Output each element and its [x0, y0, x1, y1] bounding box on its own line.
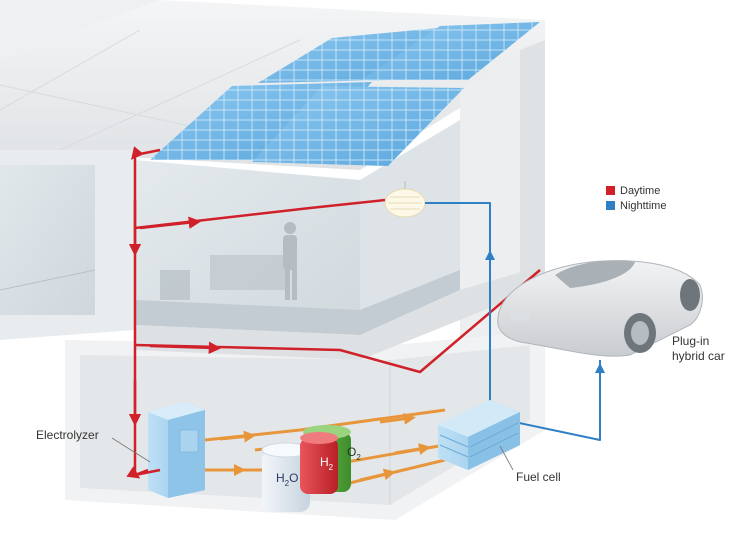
plug-in-hybrid-car — [497, 260, 703, 357]
hydrogen-oxygen-tank — [300, 425, 351, 494]
nighttime-swatch — [606, 201, 615, 210]
fuel-cell-leader — [499, 445, 514, 471]
water-formula: H2O — [276, 471, 298, 488]
electrolyzer-label: Electrolyzer — [36, 428, 99, 442]
car-label-line1: Plug-in — [672, 334, 710, 348]
nighttime-line-lamp — [425, 202, 491, 420]
left-window — [0, 165, 95, 315]
legend-label-nighttime: Nighttime — [620, 199, 667, 212]
water-tank — [261, 442, 311, 512]
electrolyzer-unit — [134, 402, 205, 498]
fuel-cell-label: Fuel cell — [516, 470, 561, 484]
legend: Daytime Nighttime — [606, 183, 666, 213]
daytime-line-car — [134, 269, 541, 374]
floor-slab — [135, 265, 545, 360]
person-figure — [283, 222, 297, 300]
solar-panels — [150, 22, 540, 166]
legend-item-nighttime: Nighttime — [606, 198, 666, 213]
electrolyzer-leader — [111, 437, 151, 463]
daytime-swatch — [606, 186, 615, 195]
hydrogen-tank — [300, 438, 338, 494]
nighttime-flow — [425, 202, 605, 441]
legend-label-daytime: Daytime — [620, 184, 661, 197]
glass-room — [135, 160, 360, 335]
legend-item-daytime: Daytime — [606, 183, 666, 198]
hydrogen-formula: H2 — [320, 455, 334, 472]
car-label-line2: hybrid car — [672, 349, 725, 363]
fuel-cell-unit — [438, 400, 520, 470]
room-floor — [135, 270, 460, 335]
oxygen-formula: O2 — [347, 445, 361, 462]
